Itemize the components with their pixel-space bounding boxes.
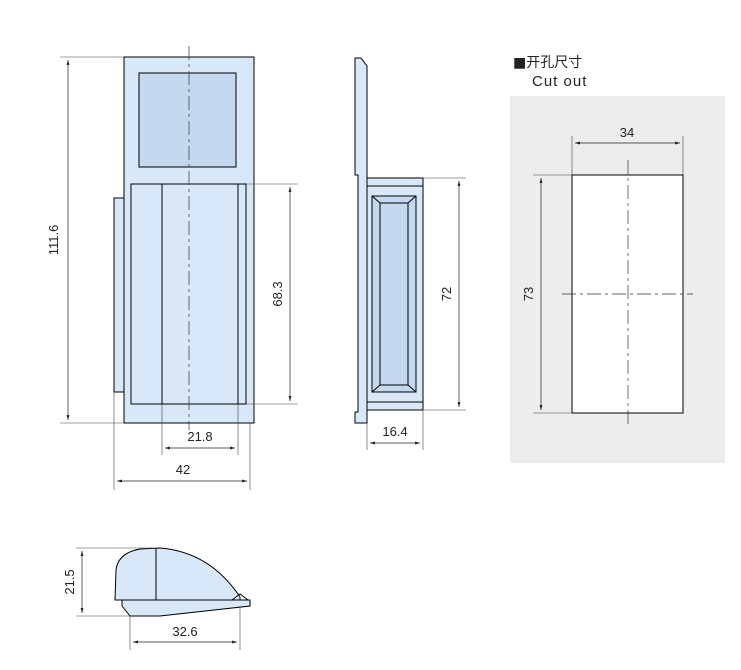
cutout-title-en: Cut out bbox=[532, 73, 587, 90]
cutout-view: ■开孔尺寸 Cut out 34 73 bbox=[510, 55, 725, 463]
dim-front-total-height: 111.6 bbox=[46, 225, 61, 256]
bottom-body bbox=[114, 547, 241, 601]
bottom-view: 21.5 32.6 bbox=[62, 547, 251, 650]
dim-cutout-height: 73 bbox=[521, 287, 536, 301]
dim-cutout-width: 34 bbox=[620, 125, 634, 140]
side-flange bbox=[354, 57, 368, 424]
front-upper-window bbox=[138, 72, 237, 168]
side-view: 72 16.4 bbox=[354, 57, 466, 450]
dim-bottom-height: 21.5 bbox=[62, 569, 77, 594]
front-view: 111.6 68.3 21.8 42 bbox=[46, 46, 298, 490]
dim-front-handle-width: 21.8 bbox=[187, 429, 212, 444]
bottom-base-notch bbox=[231, 593, 249, 601]
dim-front-total-width: 42 bbox=[176, 462, 190, 477]
side-inner-edge bbox=[371, 195, 417, 393]
side-inner-recess bbox=[371, 195, 417, 393]
cutout-title-cn: ■开孔尺寸 bbox=[513, 55, 582, 71]
dim-bottom-width: 32.6 bbox=[172, 624, 197, 639]
dim-side-depth: 16.4 bbox=[382, 424, 407, 439]
front-side-lip bbox=[113, 197, 125, 393]
dim-front-handle-height: 68.3 bbox=[270, 281, 285, 306]
dim-side-body-height: 72 bbox=[439, 287, 454, 301]
front-handle-recess bbox=[130, 183, 247, 405]
bottom-base bbox=[121, 599, 251, 617]
